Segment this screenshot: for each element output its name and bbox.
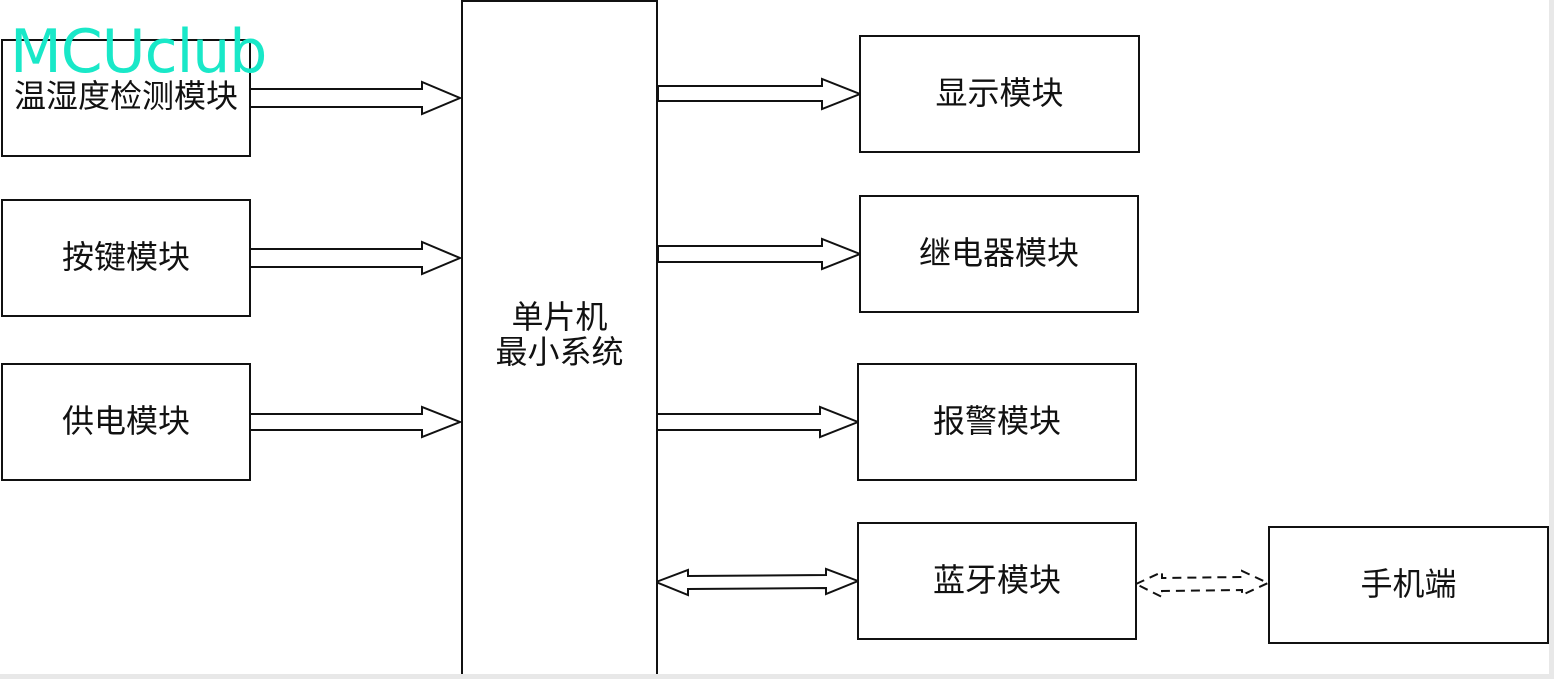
phone-terminal-label: 手机端	[1360, 565, 1457, 604]
key-module: 按键模块	[1, 199, 251, 317]
arrow-temp-to-mcu	[249, 80, 463, 116]
bluetooth-module-label: 蓝牙模块	[932, 561, 1061, 600]
arrow-bluetooth-phone	[1133, 569, 1271, 599]
relay-module-label: 继电器模块	[918, 234, 1079, 273]
arrow-mcu-to-display	[657, 77, 863, 111]
phone-terminal: 手机端	[1268, 526, 1549, 644]
alarm-module: 报警模块	[857, 363, 1137, 481]
page-edge-right	[1549, 0, 1554, 679]
display-module: 显示模块	[859, 35, 1140, 153]
watermark-logo: MCUclub	[10, 17, 267, 87]
page-edge-bottom	[0, 674, 1554, 679]
arrow-keys-to-mcu	[249, 240, 463, 276]
alarm-module-label: 报警模块	[932, 402, 1061, 441]
power-module-label: 供电模块	[61, 402, 190, 441]
temp-humidity-label: 温湿度检测模块	[13, 77, 238, 116]
power-module: 供电模块	[1, 363, 251, 481]
bluetooth-module: 蓝牙模块	[857, 522, 1137, 640]
mcu-label-line2: 最小系统	[495, 333, 624, 372]
arrow-mcu-to-relay	[657, 237, 863, 271]
arrow-mcu-bluetooth	[653, 567, 861, 597]
key-module-label: 按键模块	[61, 238, 190, 277]
temp-humidity-module: 温湿度检测模块	[1, 39, 251, 157]
relay-module: 继电器模块	[859, 195, 1139, 313]
display-module-label: 显示模块	[935, 74, 1064, 113]
arrow-power-to-mcu	[249, 405, 463, 439]
arrow-mcu-to-alarm	[655, 405, 861, 439]
mcu-label-line1: 单片机	[511, 298, 608, 336]
mcu-minimum-system: 单片机 最小系统	[461, 0, 658, 676]
